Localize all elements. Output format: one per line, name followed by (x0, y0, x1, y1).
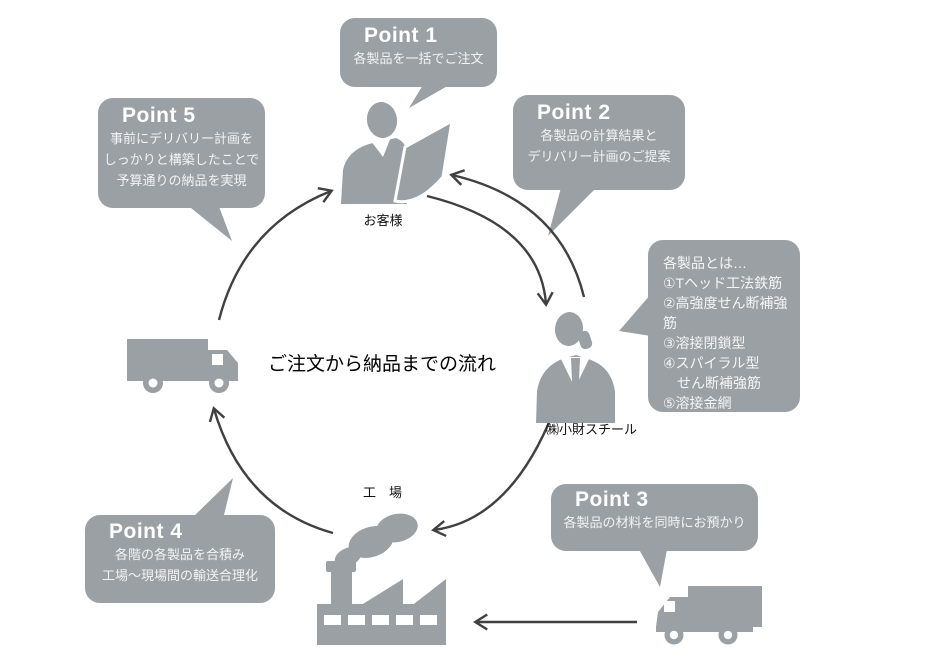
point4-bubble: Point 4 各階の各製品を合積み 工場～現場間の輸送合理化 (85, 515, 275, 603)
products-line: 各製品とは… (663, 255, 747, 271)
factory-icon (317, 513, 446, 645)
products-line: せん断補強筋 (663, 375, 761, 391)
point2-bubble-tail (548, 184, 600, 236)
products-line: ⑤溶接金網 (663, 395, 732, 411)
point5-line: 事前にデリバリー計画を (109, 131, 253, 146)
point5-title: Point 5 (122, 104, 196, 127)
point4-line: 各階の各製品を合積み (114, 547, 245, 562)
point4-title: Point 4 (109, 520, 183, 543)
point4-line: 工場～現場間の輸送合理化 (101, 568, 258, 583)
point3-line: 各製品の材料を同時にお預かり (563, 515, 746, 530)
point5-bubble-tail (186, 204, 232, 241)
arrow-customer-to-company (426, 194, 554, 308)
products-bubble-tail (619, 294, 651, 336)
arrow-company-to-factory (431, 412, 555, 538)
customer-label: お客様 (363, 213, 403, 228)
products-line: ②高強度せん断補強筋 (663, 295, 788, 331)
point2-line: デリバリー計画のご提案 (527, 149, 671, 164)
customer-reading-icon (341, 102, 454, 204)
factory-label: 工 場 (363, 485, 403, 500)
products-line: ①Tヘッド工法鉄筋 (663, 275, 783, 291)
point3-bubble-tail (636, 544, 668, 587)
point1-bubble-tail (409, 80, 458, 108)
products-line: ④スパイラル型 (663, 355, 760, 371)
businessman-phone-icon (536, 312, 615, 423)
arrow-truck-to-customer (217, 187, 334, 321)
point5-line: しっかりと構築したことで (103, 152, 260, 167)
point5-line: 予算通りの納品を実現 (116, 173, 247, 188)
point3-bubble: Point 3 各製品の材料を同時にお預かり (551, 484, 758, 551)
cycle-arrows (208, 169, 637, 631)
point2-line: 各製品の計算結果と (540, 128, 658, 143)
products-bubble: 各製品とは… ①Tヘッド工法鉄筋 ②高強度せん断補強筋 ③溶接閉鎖型 ④スパイラ… (648, 240, 800, 412)
bubble-tails (186, 80, 668, 587)
point3-title: Point 3 (575, 488, 649, 511)
point5-bubble: Point 5 事前にデリバリー計画を しっかりと構築したことで 予算通りの納品… (98, 98, 265, 208)
company-label: ㈱小財スチール (546, 422, 638, 437)
arrow-company-to-customer (449, 169, 586, 298)
point2-bubble: Point 2 各製品の計算結果と デリバリー計画のご提案 (513, 95, 685, 190)
point1-bubble: Point 1 各製品を一括でご注文 (340, 18, 497, 87)
delivery-truck-icon (656, 586, 762, 645)
point4-bubble-tail (191, 478, 233, 519)
truck-icon (127, 339, 238, 393)
point1-line: 各製品を一括でご注文 (353, 51, 484, 66)
products-line: ③溶接閉鎖型 (663, 335, 746, 351)
point1-title: Point 1 (364, 24, 438, 47)
diagram-title: ご注文から納品までの流れ (268, 354, 497, 375)
point2-title: Point 2 (537, 101, 611, 124)
arrow-factory-to-truck (208, 406, 334, 535)
